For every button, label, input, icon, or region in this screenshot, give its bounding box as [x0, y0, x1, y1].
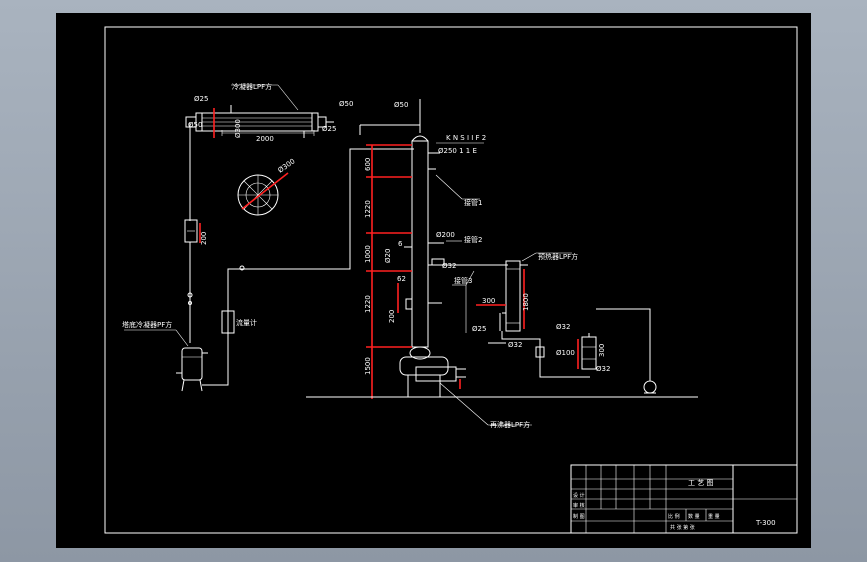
- condenser: [185, 105, 334, 138]
- dim-d50-col: Ø50: [394, 101, 408, 109]
- dim-d100: Ø100: [556, 349, 575, 357]
- dim-d32a: Ø32: [442, 262, 456, 270]
- title-cell-3: 比 例: [668, 513, 680, 520]
- dim-h1220b: 1220: [364, 295, 372, 313]
- heater-label: 预热器LPF方: [538, 252, 578, 261]
- reboiler: [399, 346, 466, 397]
- title-block: 工 艺 图 T-300 设 计 审 核 制 图 比 例 数 量 重 量 共 张 …: [570, 464, 798, 534]
- inner-border: [104, 26, 798, 534]
- title-cell-0: 设 计: [573, 492, 585, 499]
- dim-d32d: Ø32: [596, 365, 610, 373]
- condenser-label: 冷凝器LPF方: [232, 82, 272, 91]
- drawing-number: T-300: [755, 519, 776, 527]
- dim-len2000: 2000: [256, 135, 274, 143]
- dim-d200: Ø200: [436, 231, 455, 239]
- dim-h600: 600: [364, 158, 372, 171]
- dim-h200v: 200: [200, 232, 208, 245]
- dim-d50-left: Ø50: [188, 121, 202, 129]
- title-cell-5: 重 量: [708, 513, 720, 520]
- dim-n6: 6: [398, 240, 403, 248]
- dim-d300-cond: Ø300: [234, 119, 242, 138]
- title-cell-4: 数 量: [688, 513, 700, 520]
- valve: [535, 346, 545, 358]
- bottom-condenser-label: 塔底冷凝器PF方: [122, 320, 172, 329]
- dim-n62: 62: [397, 275, 406, 283]
- drawing-title: 工 艺 图: [688, 479, 713, 487]
- title-cell-1: 审 核: [573, 502, 585, 509]
- dim-d25-h: Ø25: [472, 325, 486, 333]
- dim-d20: Ø20: [384, 249, 392, 263]
- top-note: K N S I I F 2: [446, 134, 486, 142]
- drawing-sheet: 冷凝器LPF方 Ø25 Ø50 Ø25 Ø50 Ø300 2000 Ø300 2…: [56, 13, 811, 548]
- dim-h1800: 1800: [522, 293, 530, 311]
- title-cell-6: 共 张 第 张: [670, 524, 695, 531]
- dim-d32c: Ø32: [556, 323, 570, 331]
- nozzle3-label: 接管3: [454, 276, 472, 285]
- dim-h1220a: 1220: [364, 200, 372, 218]
- dim-h200: 200: [388, 310, 396, 323]
- title-cell-2: 制 图: [573, 513, 585, 520]
- dim-h1000: 1000: [364, 245, 372, 263]
- dim-d25-top: Ø25: [194, 95, 208, 103]
- dim-d25-cond: Ø25: [322, 125, 336, 133]
- process-flow-diagram: 冷凝器LPF方 Ø25 Ø50 Ø25 Ø50 Ø300 2000 Ø300 2…: [104, 26, 798, 534]
- tube-bundle-section: [237, 172, 289, 216]
- flowmeter-label: 流量计: [236, 318, 257, 327]
- reboiler-label: 再沸器LPF方: [490, 420, 530, 429]
- feed-pump: [643, 380, 657, 394]
- dim-h1500: 1500: [364, 357, 372, 375]
- dim-d300-bundle: Ø300: [277, 157, 297, 174]
- feed-tank: [581, 333, 597, 370]
- dim-d250: Ø250 1 1 E: [438, 147, 477, 155]
- dim-d32b: Ø32: [508, 341, 522, 349]
- dim-w300: 300: [482, 297, 495, 305]
- receiver-vessel: [176, 347, 208, 392]
- flowmeter: [221, 310, 235, 334]
- dim-h300v: 300: [598, 344, 606, 357]
- nozzle1-label: 接管1: [464, 198, 482, 207]
- nozzle2-label: 接管2: [464, 235, 482, 244]
- preheater: [499, 260, 528, 332]
- dim-d50-top: Ø50: [339, 100, 353, 108]
- separator-vessel: [184, 219, 198, 243]
